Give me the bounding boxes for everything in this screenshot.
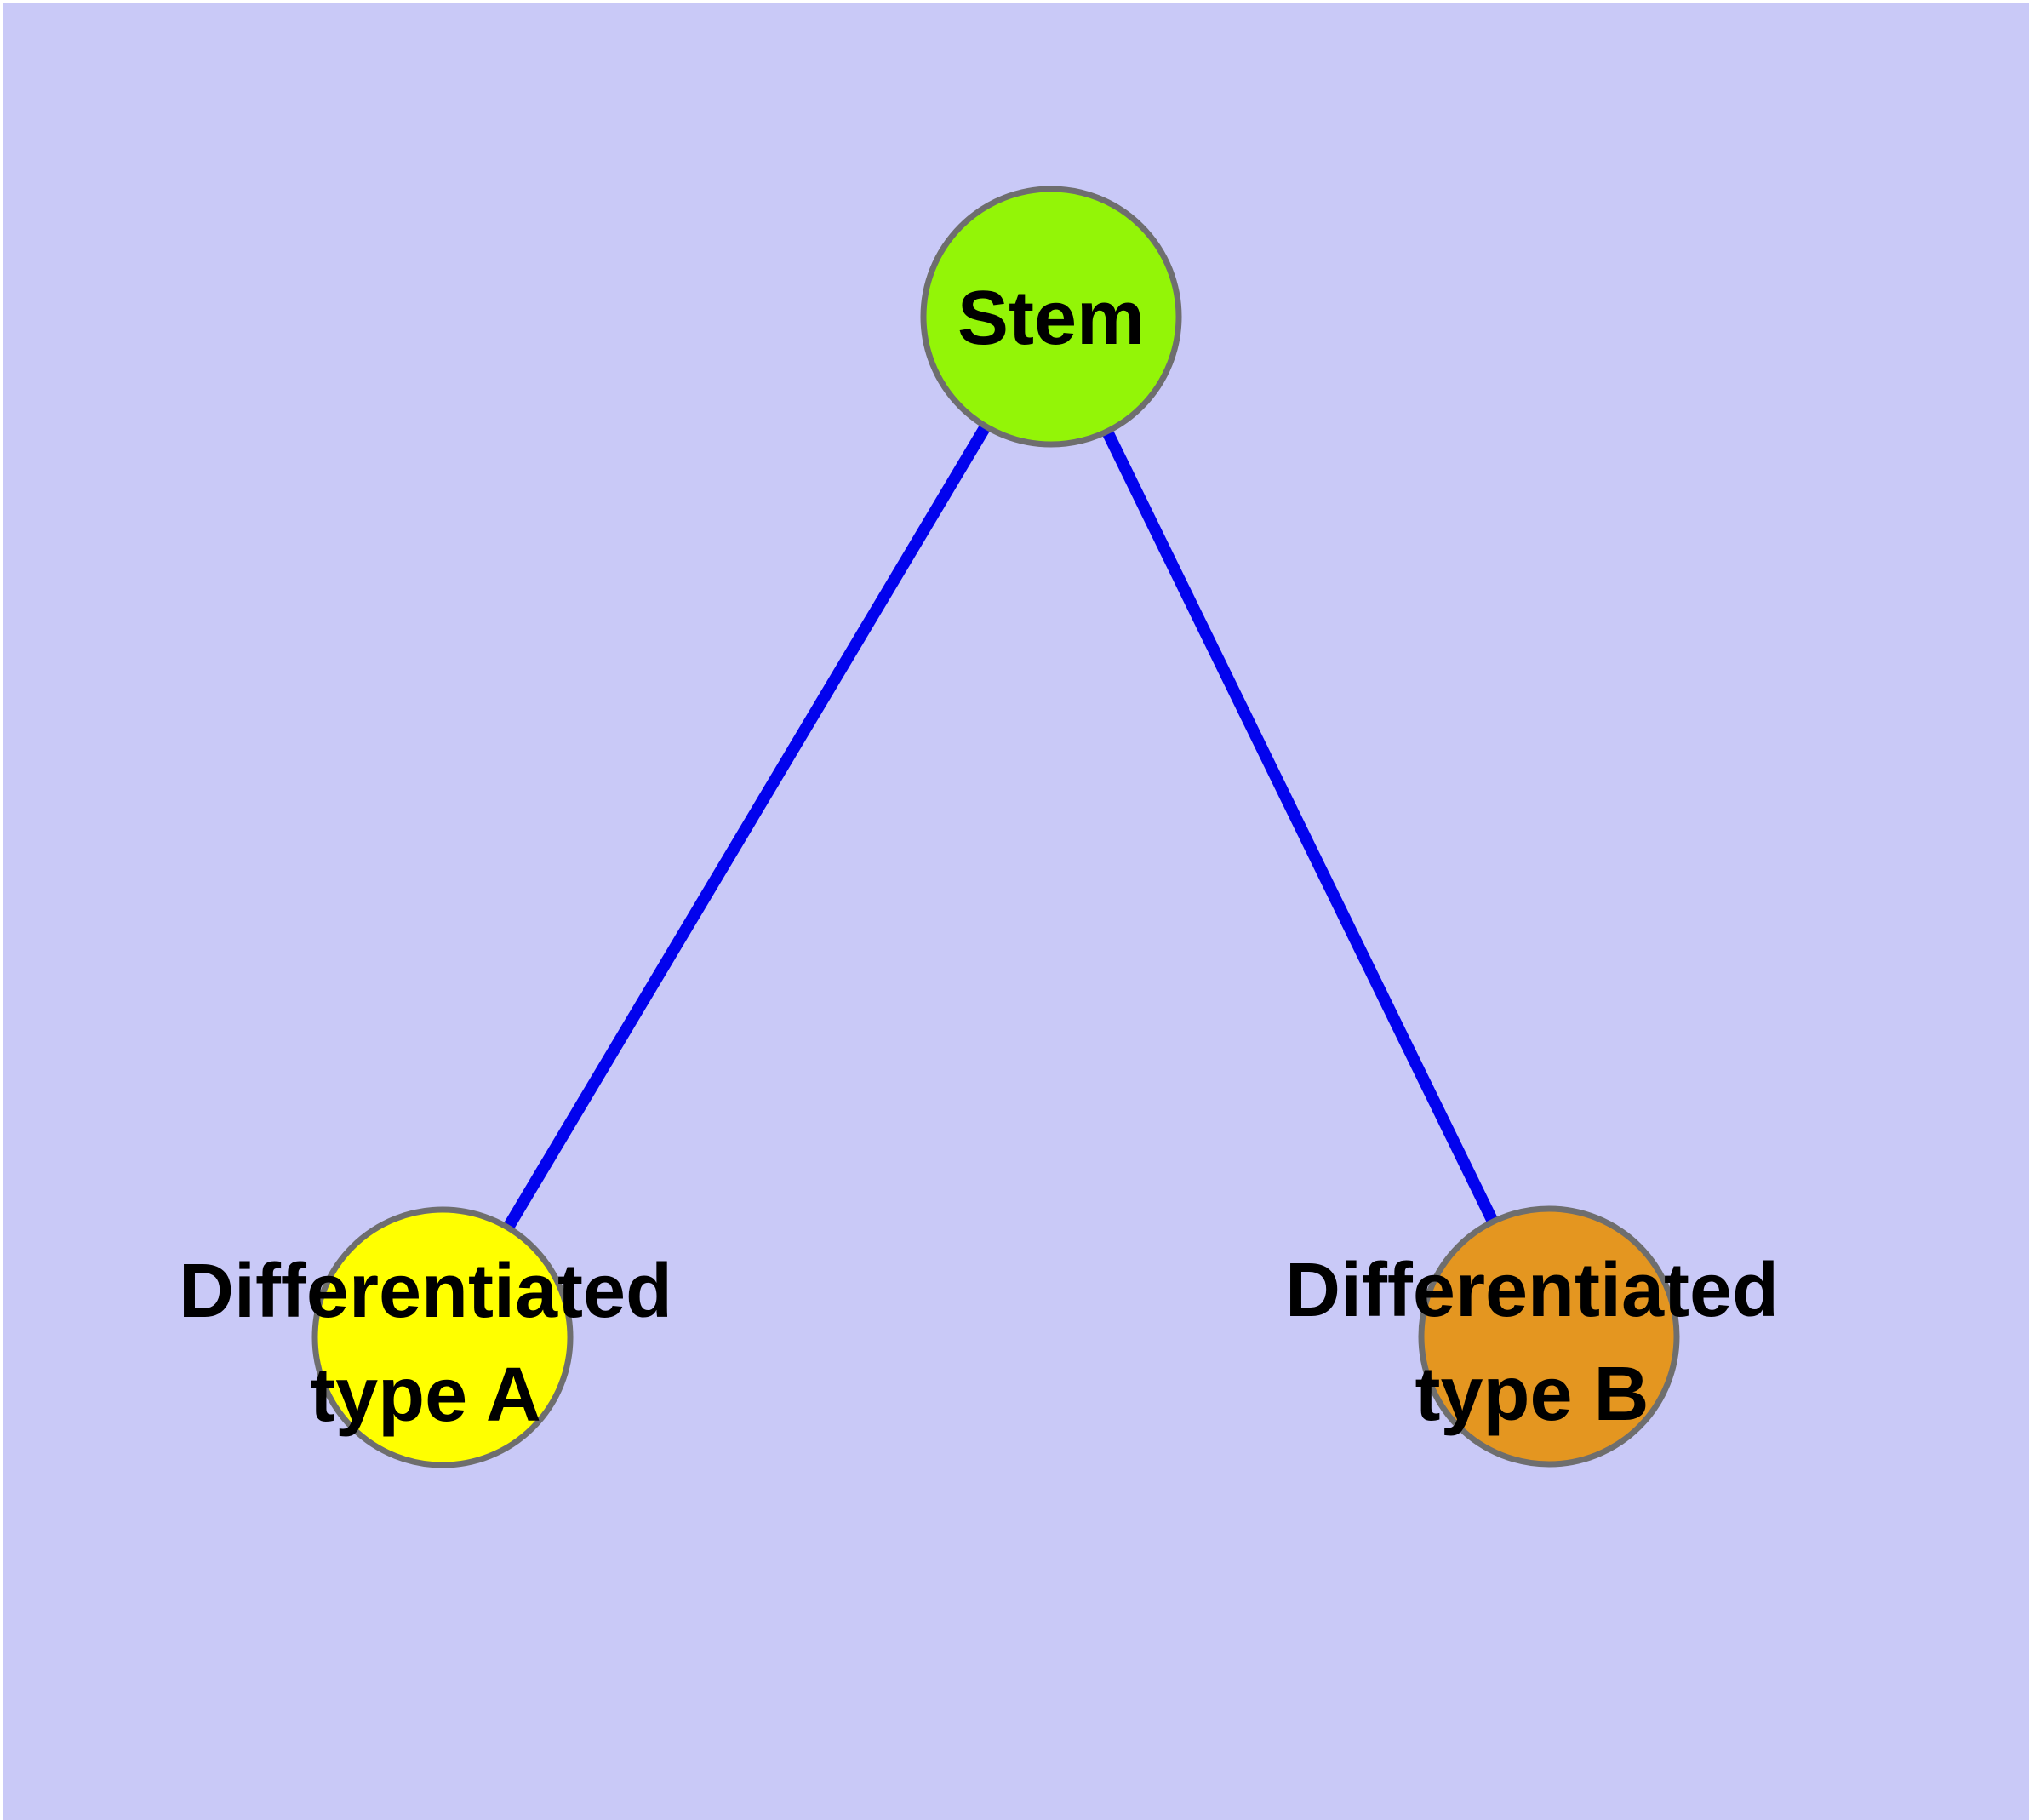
node-type-b-label-line2: type B [1415, 1352, 1649, 1437]
edge-stem-to-type-b [1045, 313, 1555, 1340]
edge-stem-to-type-a [437, 313, 1057, 1341]
node-type-b-label-line1: Differentiated [1285, 1248, 1779, 1333]
node-type-b-circle [1418, 1205, 1680, 1468]
node-stem-circle [920, 186, 1182, 448]
node-type-a-circle [311, 1206, 574, 1468]
node-type-a-label-line1: Differentiated [179, 1249, 672, 1334]
node-stem-label: Stem [957, 276, 1145, 361]
node-type-a-label-line2: type A [310, 1353, 541, 1438]
